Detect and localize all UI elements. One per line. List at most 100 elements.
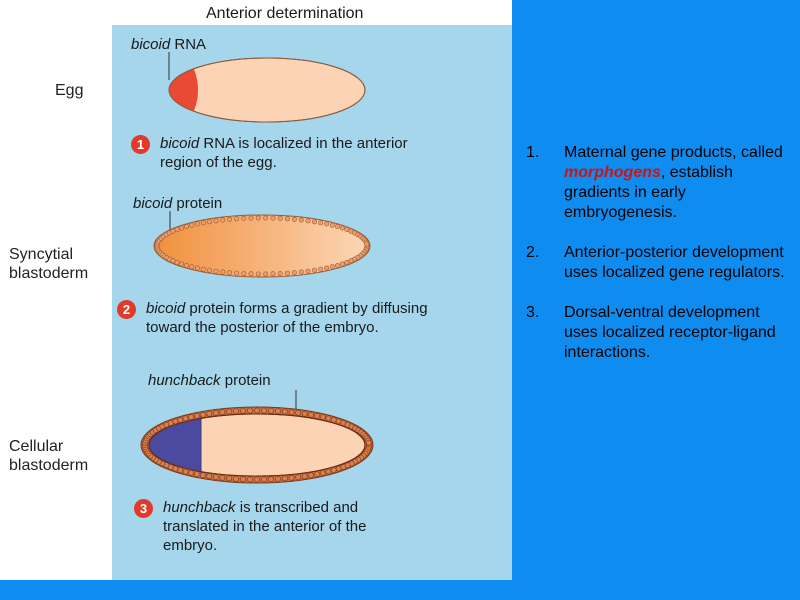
nucleus [263, 271, 269, 277]
nucleus [172, 418, 179, 425]
nucleus [206, 473, 213, 480]
step-number-1: 1 [131, 135, 150, 154]
nucleus [291, 270, 297, 276]
nucleus [295, 409, 302, 416]
summary-list: 1. Maternal gene products, called morpho… [520, 143, 792, 383]
nucleus [275, 475, 281, 482]
nucleus [227, 216, 233, 222]
step-text-1: bicoid RNA is localized in the anterior … [160, 135, 408, 171]
nucleus [319, 469, 326, 476]
nucleus [241, 215, 247, 221]
nucleus [319, 414, 326, 420]
list-text-cont: , establish gradients in early embryogen… [564, 164, 733, 221]
step-number-2: 2 [117, 300, 136, 319]
nucleus [281, 475, 288, 482]
nucleus [263, 215, 269, 221]
figure-title: Anterior determination [206, 5, 364, 22]
nucleus [170, 228, 176, 234]
nucleus [335, 465, 342, 472]
nucleus [339, 261, 345, 267]
nucleus [177, 416, 184, 423]
nucleus [184, 224, 190, 230]
nucleus [295, 474, 302, 480]
nucleus [240, 407, 246, 414]
nucleus [182, 468, 189, 475]
nucleus [334, 224, 340, 230]
nucleus [329, 264, 335, 270]
nucleus [248, 215, 254, 221]
nucleus [334, 262, 340, 268]
list-text: Dorsal-ventral development uses localize… [564, 304, 776, 361]
nucleus [226, 475, 232, 482]
nucleus [200, 411, 206, 418]
nucleus [277, 215, 283, 221]
nucleus [213, 218, 219, 224]
nucleus [254, 407, 260, 414]
nucleus [308, 472, 314, 479]
nucleus [301, 473, 308, 480]
nucleus [248, 271, 254, 277]
nucleus [270, 271, 276, 277]
list-text: Anterior-posterior development uses loca… [564, 244, 785, 281]
step-text-2: bicoid protein forms a gradient by diffu… [146, 300, 428, 336]
nucleus [188, 469, 195, 476]
nucleus [298, 217, 304, 223]
nucleus [247, 476, 253, 483]
nucleus [330, 416, 337, 423]
nucleus [194, 221, 200, 227]
stage-label-cellular: Cellular blastoderm [9, 438, 89, 474]
nucleus [207, 267, 213, 273]
nucleus [324, 221, 330, 227]
list-number: 1. [526, 144, 540, 161]
label-bicoid-rna: bicoid RNA [131, 36, 207, 53]
nucleus [308, 411, 314, 418]
nucleus [194, 471, 200, 477]
nucleus [174, 259, 180, 265]
nucleus [325, 415, 332, 422]
nucleus [220, 269, 226, 275]
nucleus [212, 474, 219, 480]
nucleus [182, 415, 189, 422]
nucleus [200, 472, 206, 479]
nucleus [324, 265, 330, 271]
nucleus [314, 412, 320, 419]
egg-embryo [168, 57, 366, 123]
nucleus [194, 412, 200, 419]
nucleus [184, 262, 190, 268]
nucleus [305, 268, 311, 274]
list-text: Maternal gene products, called [564, 144, 783, 161]
stage-label-syncytial: Syncytial blastoderm [9, 246, 89, 282]
step-text-3: hunchback is transcribed and translated … [163, 499, 367, 554]
nuclei-ring-syncytial [154, 215, 370, 277]
nucleus [288, 409, 295, 416]
nucleus [179, 261, 185, 267]
nucleus [174, 227, 180, 233]
nucleus [364, 241, 370, 247]
nuclei-ring-cellular [142, 407, 372, 483]
list-item: 3. Dorsal-ventral development uses local… [520, 303, 792, 363]
nucleus [179, 225, 185, 231]
nucleus [275, 408, 281, 414]
nucleus [318, 266, 324, 272]
list-number: 3. [526, 304, 540, 321]
nucleus [200, 266, 206, 272]
nucleus [344, 259, 350, 265]
nucleus [344, 227, 350, 233]
label-hunchback-protein: hunchback protein [148, 372, 271, 389]
bicoid-rna-region [169, 58, 198, 122]
nucleus [318, 220, 324, 226]
nucleus [188, 414, 195, 420]
nucleus [268, 476, 274, 483]
nucleus [288, 474, 295, 481]
nucleus [281, 408, 288, 415]
nucleus [298, 269, 304, 275]
morphogens-highlight: morphogens [564, 164, 661, 181]
nucleus [233, 408, 239, 414]
nucleus [255, 271, 261, 277]
nucleus [189, 222, 195, 228]
nucleus [348, 258, 354, 264]
nucleus [339, 225, 345, 231]
nucleus [329, 222, 335, 228]
nucleus [305, 218, 311, 224]
nucleus [194, 265, 200, 271]
